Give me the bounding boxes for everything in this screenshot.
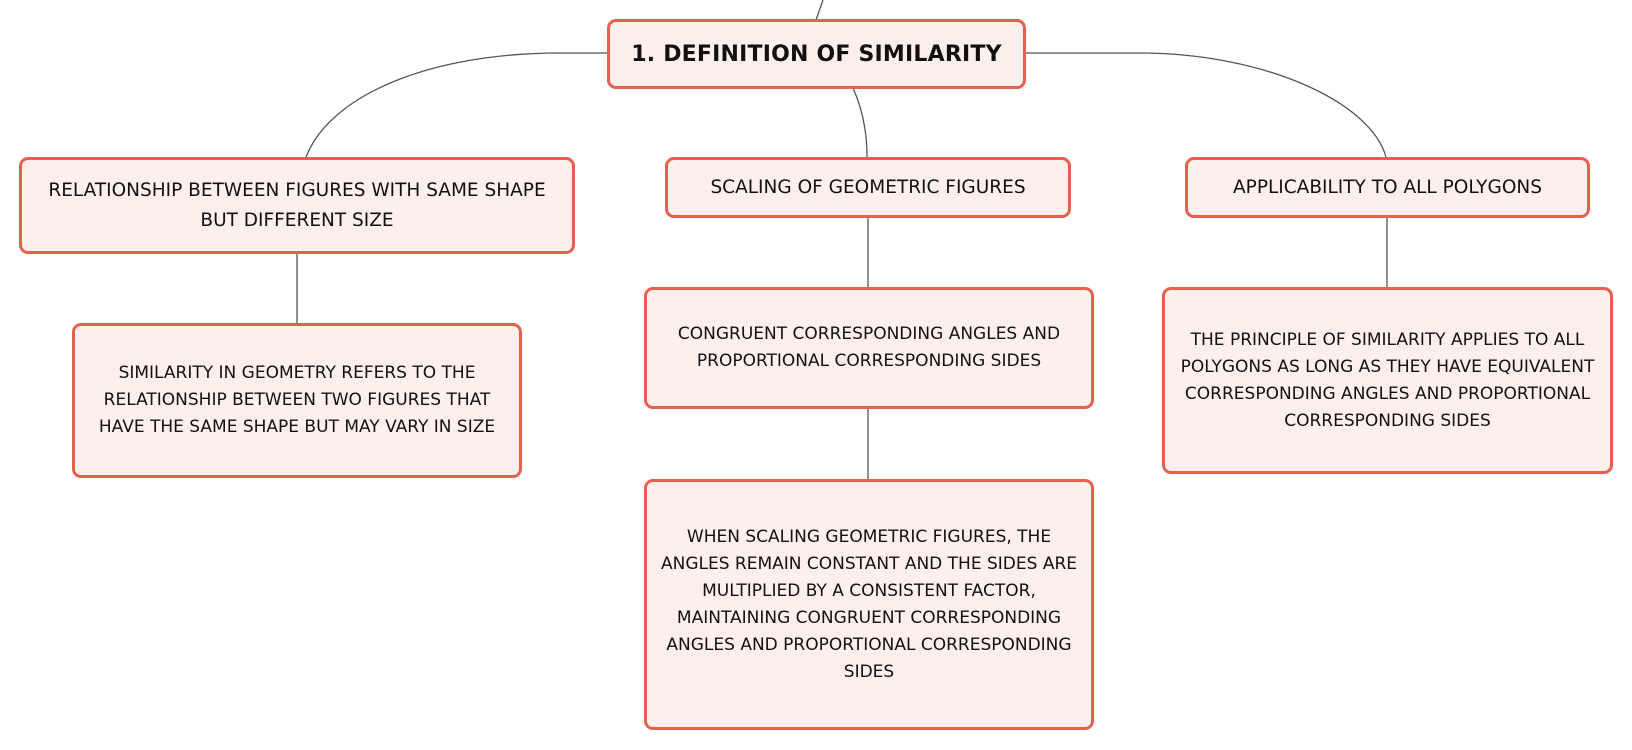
branch-node-scaling-of-figures[interactable]: SCALING OF GEOMETRIC FIGURES [665,157,1071,218]
connector-root-branch-1 [305,52,608,158]
child-node-congruent-angles-proportional-sides[interactable]: CONGRUENT CORRESPONDING ANGLES AND PROPO… [644,287,1094,409]
connector-incoming [815,0,824,21]
branch-node-relationship-same-shape[interactable]: RELATIONSHIP BETWEEN FIGURES WITH SAME S… [19,157,575,254]
connector-root-branch-2 [852,87,868,158]
root-node-definition-of-similarity[interactable]: 1. DEFINITION OF SIMILARITY [607,19,1026,89]
connector-root-branch-3 [1026,52,1387,158]
branch-node-applicability-polygons[interactable]: APPLICABILITY TO ALL POLYGONS [1185,157,1590,218]
leaf-node-similarity-definition[interactable]: SIMILARITY IN GEOMETRY REFERS TO THE REL… [72,323,522,478]
leaf-node-polygons-principle[interactable]: THE PRINCIPLE OF SIMILARITY APPLIES TO A… [1162,287,1613,474]
leaf-node-scaling-explanation[interactable]: WHEN SCALING GEOMETRIC FIGURES, THE ANGL… [644,479,1094,730]
